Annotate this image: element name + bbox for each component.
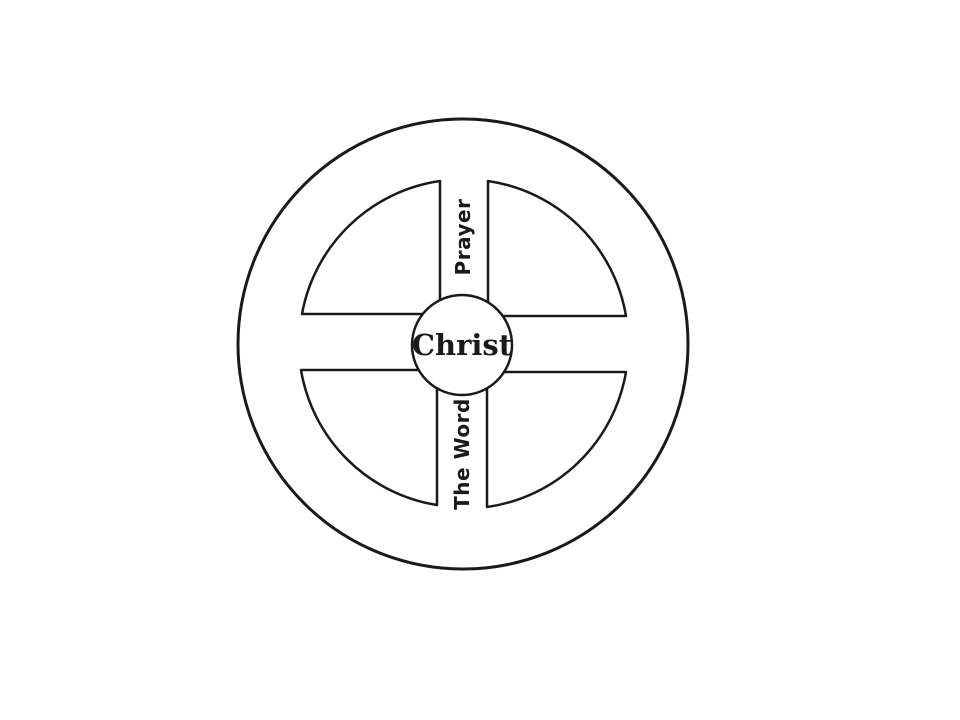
hub-label: Christ	[412, 328, 513, 362]
quadrant-top-left	[300, 179, 442, 316]
spoke-label-the-word: The Word	[450, 398, 474, 510]
quadrant-bottom-right	[485, 370, 628, 509]
quadrant-bottom-left	[299, 368, 439, 507]
quadrant-top-right	[486, 179, 628, 318]
wheel-hub	[410, 293, 514, 397]
spoke-label-prayer: Prayer	[451, 199, 475, 276]
